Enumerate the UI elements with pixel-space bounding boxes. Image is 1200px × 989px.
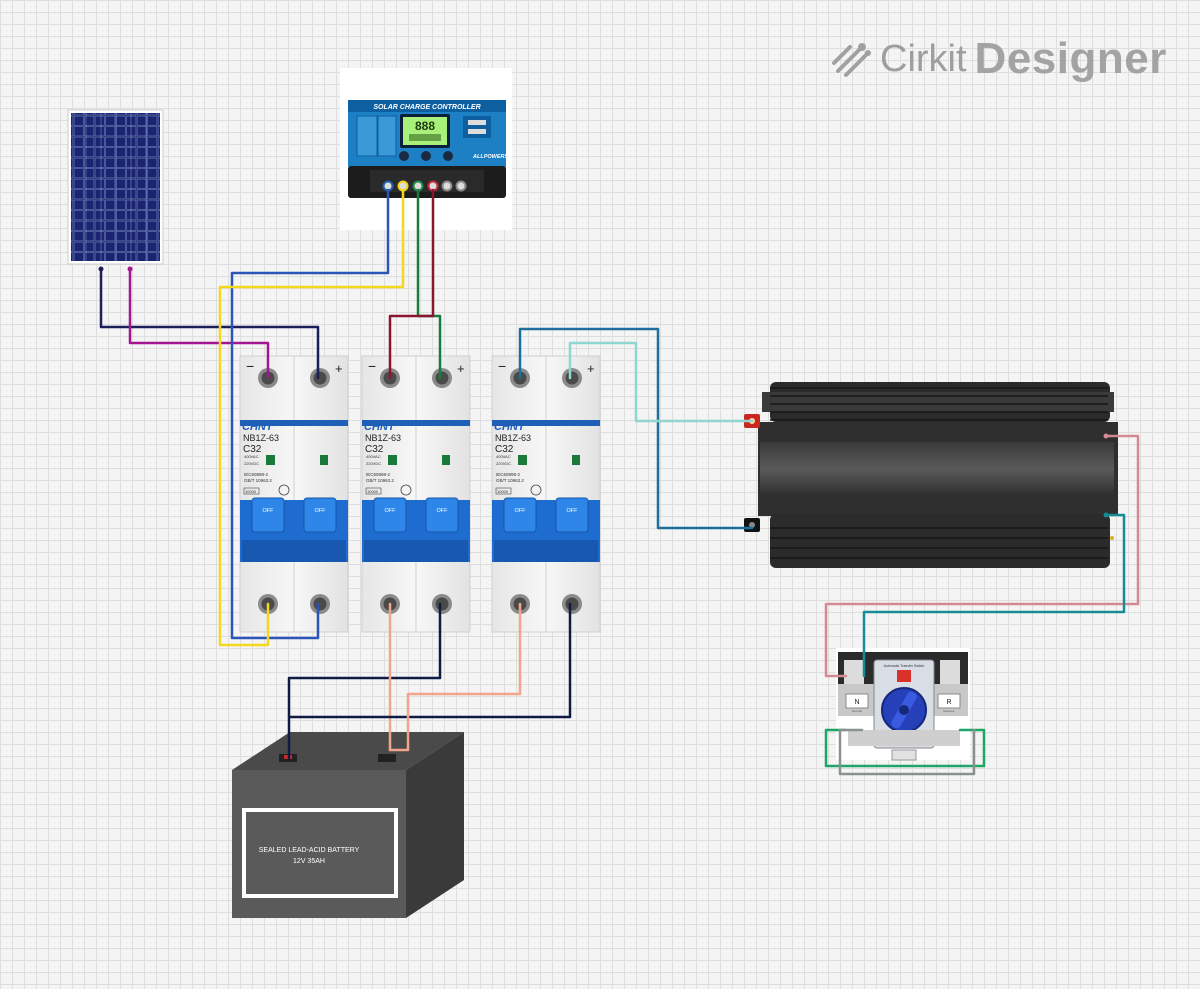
wire-controller-pv-pos[interactable] xyxy=(218,188,405,647)
battery-neg-terminal[interactable] xyxy=(378,754,396,762)
controller-brand-label: ALLPOWERS xyxy=(472,154,508,160)
breaker-standard-1: IEC60898-2 xyxy=(496,472,521,477)
ats-label-n-sub: Normal xyxy=(852,709,862,713)
inverter-ground-terminal[interactable] xyxy=(1110,536,1114,540)
breaker-brand: CHNT xyxy=(494,421,526,433)
breaker-code: 10000 xyxy=(367,489,379,494)
breaker-code: 10000 xyxy=(245,489,257,494)
ccc-mark-icon xyxy=(400,484,412,496)
breaker-off-label: OFF xyxy=(515,508,527,514)
breaker-brand: CHNT xyxy=(364,421,396,433)
breaker-standard-1: IEC60898-2 xyxy=(244,472,269,477)
controller-button-1[interactable] xyxy=(399,151,409,161)
breaker-brand: CHNT xyxy=(242,421,274,433)
breaker-toggle-right[interactable] xyxy=(425,497,459,533)
breaker-volt-ac: 400VAC xyxy=(496,454,511,459)
wire-breaker3-to-battery-pos[interactable] xyxy=(388,602,522,752)
controller-terminal-5[interactable] xyxy=(441,180,453,192)
wire-controller-pv-neg[interactable] xyxy=(230,188,390,640)
breaker-standard-2: GB/T 10963.2 xyxy=(496,478,524,483)
brand-name: Cirkit xyxy=(880,37,967,80)
wire-inverter-ac-live[interactable] xyxy=(824,434,1140,678)
breaker-volt-dc: 220VDC xyxy=(496,461,511,466)
ccc-mark-icon xyxy=(530,484,542,496)
automatic-transfer-switch[interactable]: N Normal R Reserve Automatic Transfer Sw… xyxy=(836,648,970,761)
breaker-volt-dc: 220VDC xyxy=(366,461,381,466)
breaker-model: NB1Z-63 xyxy=(243,433,279,443)
breaker-standard-2: GB/T 10963.2 xyxy=(244,478,272,483)
breaker-status-window xyxy=(266,455,275,465)
breaker-rating: C32 xyxy=(243,444,262,455)
solar-panel[interactable] xyxy=(67,109,164,272)
breaker-off-label: OFF xyxy=(437,508,449,514)
power-inverter[interactable] xyxy=(744,382,1118,568)
breaker-status-window xyxy=(388,455,397,465)
breaker-plus-label: + xyxy=(587,361,595,376)
battery-label-type: SEALED LEAD-ACID BATTERY xyxy=(259,847,360,854)
breaker-volt-ac: 400VAC xyxy=(366,454,381,459)
breaker-minus-label: − xyxy=(368,358,376,374)
breaker-standard-1: IEC60898-2 xyxy=(366,472,391,477)
wire-panel-neg-to-breaker1[interactable] xyxy=(99,267,320,380)
breaker-status-window xyxy=(518,455,527,465)
breaker-off-label: OFF xyxy=(263,508,275,514)
breaker-toggle-left[interactable] xyxy=(251,497,285,533)
breaker-rating: C32 xyxy=(495,444,514,455)
controller-button-2[interactable] xyxy=(421,151,431,161)
breaker-model: NB1Z-63 xyxy=(495,433,531,443)
brand-logo: Cirkit Designer xyxy=(832,34,1167,84)
breaker-standard-2: GB/T 10963.2 xyxy=(366,478,394,483)
breaker-plus-label: + xyxy=(457,361,465,376)
wire-controller-bat-pos[interactable] xyxy=(388,188,435,380)
usb-port-block xyxy=(463,116,491,138)
cirkit-logo-icon xyxy=(832,43,871,77)
breaker-model: NB1Z-63 xyxy=(365,433,401,443)
ats-label-r: R xyxy=(946,699,951,706)
breaker-code: 10000 xyxy=(497,489,509,494)
breaker-rating: C32 xyxy=(365,444,384,455)
breaker-off-label: OFF xyxy=(315,508,327,514)
wire-breaker3-to-inverter-neg[interactable] xyxy=(518,327,754,530)
breaker-minus-label: − xyxy=(246,358,254,374)
ccc-mark-icon xyxy=(278,484,290,496)
breaker-toggle-right[interactable] xyxy=(555,497,589,533)
ats-label-n: N xyxy=(854,699,859,706)
breaker-minus-label: − xyxy=(498,358,506,374)
ats-indicator xyxy=(897,670,911,682)
controller-terminal-6[interactable] xyxy=(455,180,467,192)
ats-label-r-sub: Reserve xyxy=(943,709,955,713)
controller-title: SOLAR CHARGE CONTROLLER xyxy=(373,104,480,111)
breaker-off-label: OFF xyxy=(567,508,579,514)
ats-title: Automatic Transfer Switch xyxy=(884,664,925,668)
wire-inverter-ac-neutral[interactable] xyxy=(862,513,1126,678)
controller-lcd-value: 888 xyxy=(415,119,435,133)
breaker-toggle-left[interactable] xyxy=(503,497,537,533)
breaker-toggle-right[interactable] xyxy=(303,497,337,533)
controller-button-3[interactable] xyxy=(443,151,453,161)
wire-panel-pos-to-breaker1[interactable] xyxy=(128,267,270,380)
breaker-volt-ac: 400VAC xyxy=(244,454,259,459)
wire-breaker3-to-inverter-pos[interactable] xyxy=(568,341,754,423)
breaker-plus-label: + xyxy=(335,361,343,376)
wire-ats-loop-green[interactable] xyxy=(824,728,986,768)
brand-product: Designer xyxy=(974,34,1167,83)
lead-acid-battery[interactable]: SEALED LEAD-ACID BATTERY 12V 35AH xyxy=(232,732,464,918)
wire-ats-loop-gray[interactable] xyxy=(838,728,976,776)
breaker-toggle-left[interactable] xyxy=(373,497,407,533)
wire-breaker3-to-battery[interactable] xyxy=(287,602,572,719)
breaker-volt-dc: 220VDC xyxy=(244,461,259,466)
breaker-off-label: OFF xyxy=(385,508,397,514)
battery-label-rating: 12V 35AH xyxy=(293,858,325,865)
solar-charge-controller[interactable]: SOLAR CHARGE CONTROLLER 888 ALLPOWERS xyxy=(340,68,512,230)
